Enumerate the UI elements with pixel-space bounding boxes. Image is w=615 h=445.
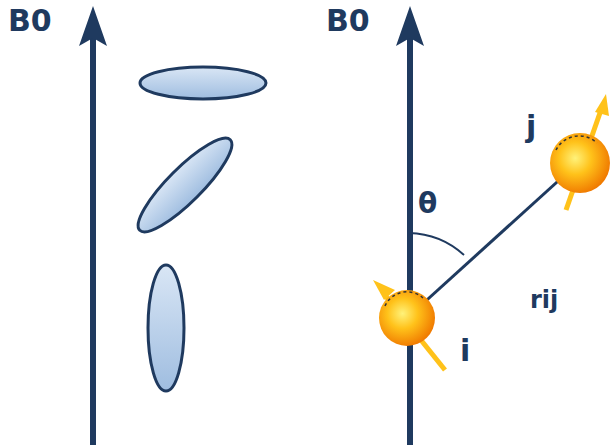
molecule-ellipse xyxy=(128,128,243,243)
spin-label: i xyxy=(460,336,470,366)
field-label: B0 xyxy=(8,6,52,36)
spin-i xyxy=(373,280,445,370)
angle-arc xyxy=(409,233,464,255)
field-label: B0 xyxy=(326,6,370,36)
internuclear-line xyxy=(407,163,578,318)
molecule-ellipse xyxy=(148,265,184,391)
spin-label: j xyxy=(526,112,536,142)
spin-j xyxy=(550,94,610,210)
molecule-ellipse xyxy=(140,67,266,99)
distance-label: rij xyxy=(530,288,558,312)
field-arrow xyxy=(396,6,424,445)
field-arrow xyxy=(79,6,107,445)
angle-label: θ xyxy=(418,190,437,218)
